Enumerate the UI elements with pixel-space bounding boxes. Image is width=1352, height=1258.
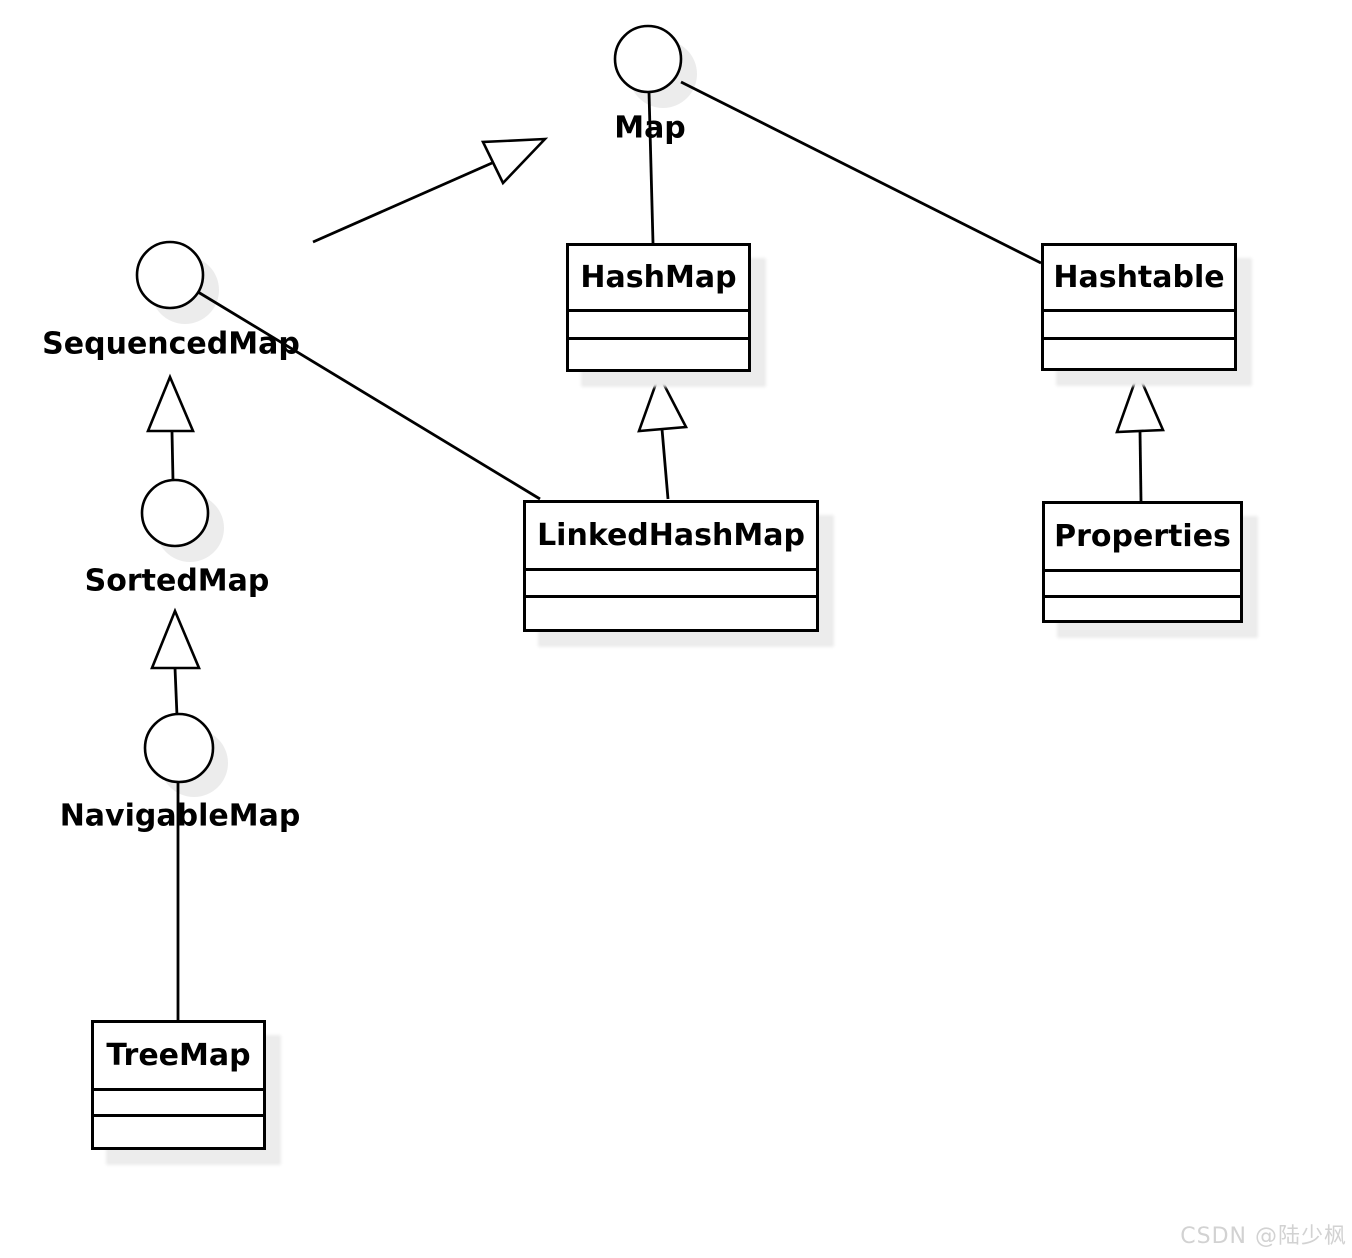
generalization-arrowhead-sortedmap <box>150 607 201 670</box>
interface-circle-navigablemap <box>143 712 215 784</box>
edge-properties-hashtable <box>1138 430 1143 502</box>
class-box-hashtable: Hashtable <box>1041 243 1237 371</box>
edge-sortedmap-sequencedmap <box>170 431 175 482</box>
class-methods-compartment <box>1044 337 1234 368</box>
class-box-properties: Properties <box>1042 501 1243 623</box>
interface-label-map: Map <box>614 110 686 146</box>
class-methods-compartment <box>94 1114 263 1147</box>
interface-circle-map <box>613 24 683 94</box>
class-box-linkedhashmap: LinkedHashMap <box>523 500 819 632</box>
generalization-arrowhead-hashtable <box>1115 369 1165 434</box>
class-attributes-compartment <box>569 309 748 337</box>
class-attributes-compartment <box>526 568 816 595</box>
class-attributes-compartment <box>94 1088 263 1114</box>
class-methods-compartment <box>1045 595 1240 620</box>
generalization-arrowhead-map <box>480 137 549 186</box>
class-title-hashmap: HashMap <box>580 260 737 295</box>
interface-label-sequencedmap: SequencedMap <box>42 326 300 362</box>
edge-linkedhashmap-sequencedmap <box>197 290 541 501</box>
class-box-treemap: TreeMap <box>91 1020 266 1150</box>
edge-hashmap-map <box>647 91 655 244</box>
edge-sequencedmap-map <box>312 161 493 244</box>
interface-label-sortedmap: SortedMap <box>84 563 270 599</box>
watermark: CSDN @陆少枫 <box>1180 1224 1347 1249</box>
class-box-hashmap: HashMap <box>566 243 751 372</box>
class-title-linkedhashmap: LinkedHashMap <box>537 518 805 553</box>
interface-circle-sortedmap <box>140 478 210 548</box>
class-methods-compartment <box>526 595 816 629</box>
class-title-treemap: TreeMap <box>106 1038 251 1073</box>
generalization-arrowhead-sequencedmap <box>146 373 195 433</box>
edge-hashtable-map <box>680 80 1042 265</box>
edge-linkedhashmap-hashmap <box>660 428 670 500</box>
interface-circle-sequencedmap <box>135 240 205 310</box>
class-attributes-compartment <box>1044 309 1234 337</box>
class-title-hashtable: Hashtable <box>1053 260 1225 295</box>
class-title-properties: Properties <box>1054 519 1231 554</box>
class-attributes-compartment <box>1045 569 1240 595</box>
interface-label-navigablemap: NavigableMap <box>59 798 301 834</box>
generalization-arrowhead-hashmap <box>637 371 689 433</box>
class-methods-compartment <box>569 337 748 369</box>
edge-navigablemap-sortedmap <box>173 667 179 717</box>
